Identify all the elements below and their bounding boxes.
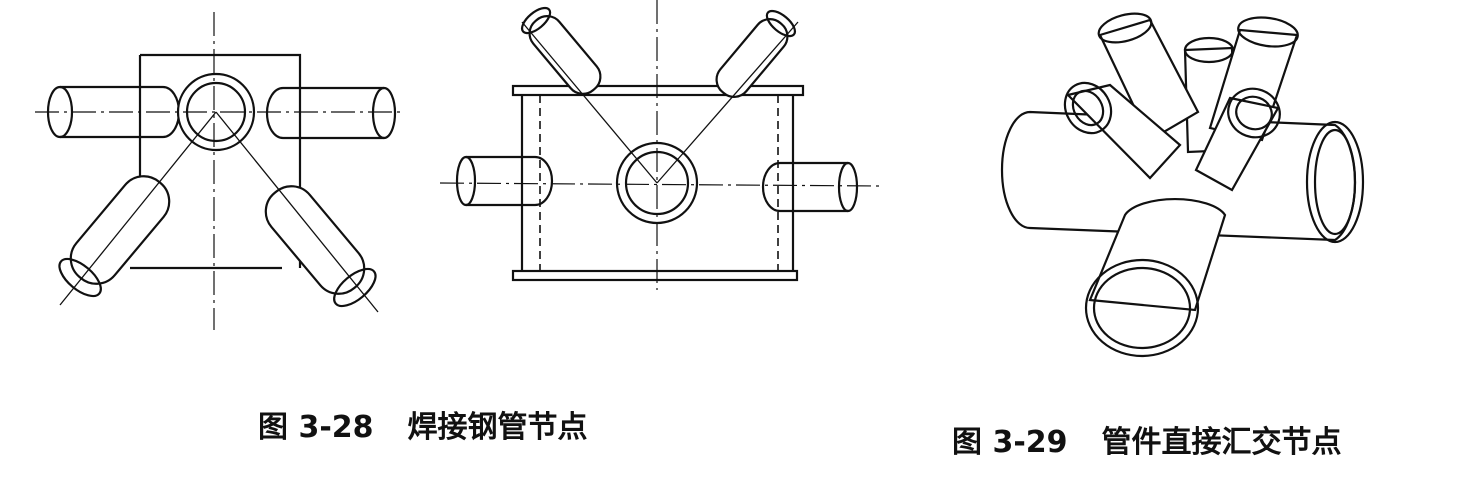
figure-title: 管件直接汇交节点	[1101, 425, 1342, 460]
left-open-branch-pipe	[1063, 81, 1182, 180]
left-horizontal-pipe-2	[455, 155, 554, 207]
figure-title: 焊接钢管节点	[407, 410, 588, 445]
welded-pipe-node-drawing	[35, 12, 405, 330]
right-horizontal-pipe-2	[761, 161, 859, 213]
welded-pipe-node-plate-view	[439, 0, 881, 290]
bottom-flange	[511, 269, 799, 282]
figure-number: 图 3-29	[952, 425, 1068, 460]
figure-number: 图 3-28	[258, 410, 374, 445]
direct-intersecting-pipe-node-drawing	[1000, 12, 1365, 358]
right-open-branch-pipe	[1194, 87, 1281, 192]
center-lines	[35, 12, 405, 330]
lower-right-diagonal-pipe	[264, 185, 377, 308]
center-lines-2	[439, 0, 881, 290]
main-chord-pipe	[1000, 110, 1365, 244]
top-flange	[511, 84, 805, 97]
right-horizontal-pipe	[265, 86, 397, 140]
front-lower-branch-pipe	[1084, 197, 1227, 358]
figure-caption-3-28: 图 3-28 焊接钢管节点	[258, 413, 588, 443]
figure-caption-3-29: 图 3-29 管件直接汇交节点	[952, 428, 1342, 458]
upper-left-diagonal-pipe	[520, 6, 602, 95]
upper-right-diagonal-pipe	[715, 9, 797, 98]
